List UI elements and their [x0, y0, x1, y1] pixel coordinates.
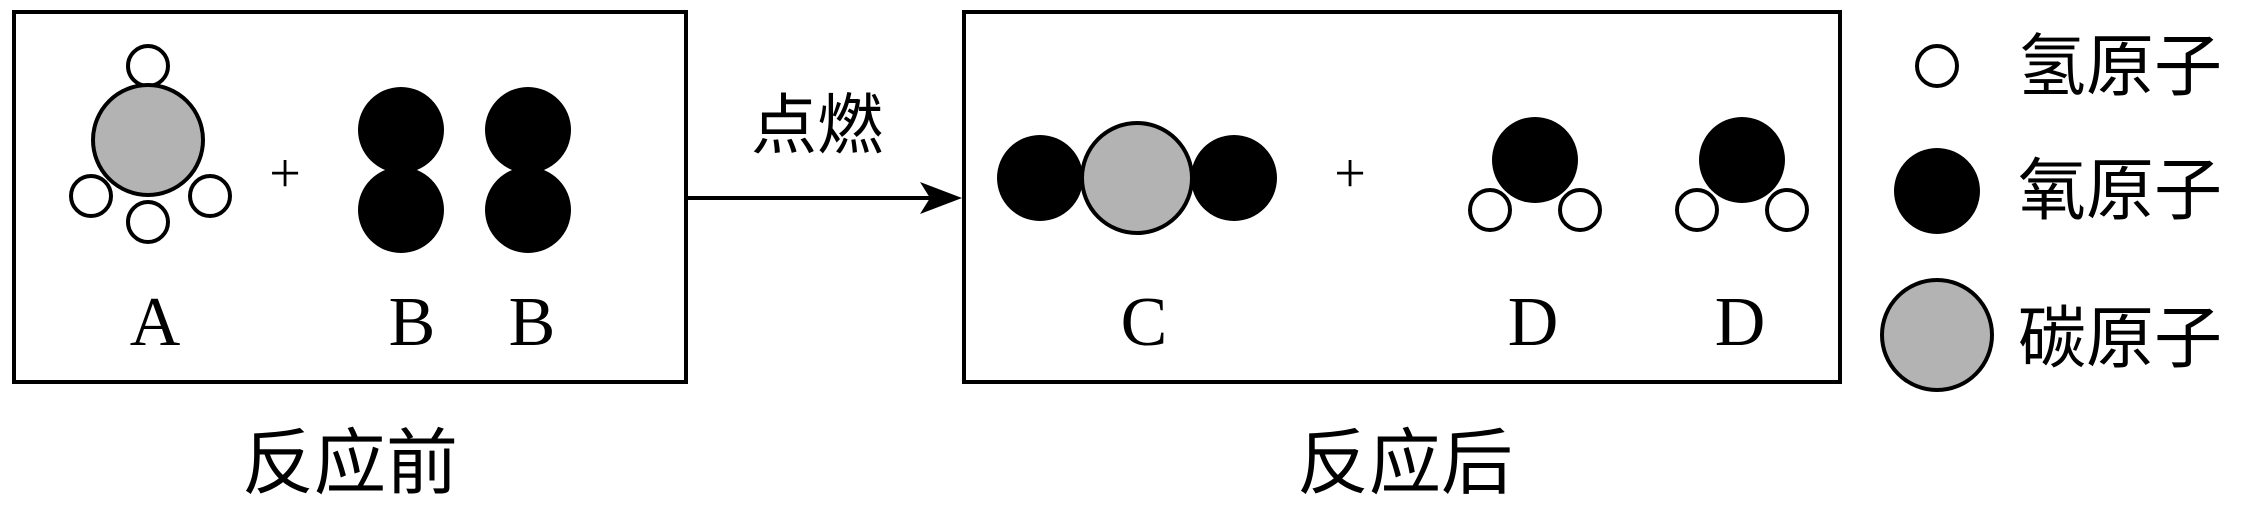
hydrogen-atom	[126, 200, 170, 244]
oxygen-atom	[358, 87, 444, 173]
molecule-b	[485, 87, 571, 253]
legend: 氢原子 氧原子 碳原子	[1880, 28, 2222, 392]
molecule-d	[1675, 117, 1809, 232]
hydrogen-atom	[188, 174, 232, 218]
oxygen-atom	[1492, 117, 1578, 203]
reaction-arrow	[686, 182, 962, 214]
hydrogen-atom	[1765, 188, 1809, 232]
hydrogen-atom	[126, 44, 170, 88]
carbon-atom	[1080, 121, 1194, 235]
after-panel: + C D D	[962, 10, 1842, 384]
oxygen-atom	[358, 167, 444, 253]
legend-hydrogen: 氢原子	[1915, 28, 2222, 107]
hydrogen-atom	[1558, 188, 1602, 232]
after-box	[962, 10, 1842, 384]
legend-carbon: 碳原子	[1880, 278, 2222, 392]
plus-sign: +	[1334, 143, 1366, 205]
oxygen-atom-icon	[1894, 148, 1980, 234]
label-d: D	[1508, 284, 1559, 361]
oxygen-atom	[485, 167, 571, 253]
hydrogen-atom	[1468, 188, 1512, 232]
molecule-d	[1468, 117, 1602, 232]
molecule-b	[358, 87, 444, 253]
label-a: A	[130, 284, 181, 361]
oxygen-atom	[485, 87, 571, 173]
before-box	[12, 10, 688, 384]
label-b: B	[389, 284, 436, 361]
carbon-atom-icon	[1880, 278, 1994, 392]
label-c: C	[1121, 284, 1168, 361]
legend-carbon-label: 碳原子	[2018, 300, 2222, 379]
reaction-condition: 点燃	[751, 87, 883, 164]
hydrogen-atom-icon	[1915, 44, 1959, 88]
legend-oxygen-label: 氧原子	[2018, 152, 2222, 231]
before-panel: + A B B	[12, 10, 688, 384]
legend-hydrogen-label: 氢原子	[2018, 28, 2222, 107]
oxygen-atom	[1699, 117, 1785, 203]
oxygen-atom	[1191, 135, 1277, 221]
hydrogen-atom	[69, 174, 113, 218]
molecule-c	[997, 121, 1277, 235]
legend-oxygen: 氧原子	[1894, 148, 2222, 234]
before-caption: 反应前	[242, 421, 458, 505]
arrow-head-icon	[920, 182, 962, 214]
carbon-atom	[91, 83, 205, 197]
label-b: B	[509, 284, 556, 361]
molecule-a	[69, 44, 232, 244]
plus-sign: +	[269, 143, 301, 205]
oxygen-atom	[997, 135, 1083, 221]
hydrogen-atom	[1675, 188, 1719, 232]
after-caption: 反应后	[1297, 421, 1513, 505]
label-d: D	[1715, 284, 1766, 361]
